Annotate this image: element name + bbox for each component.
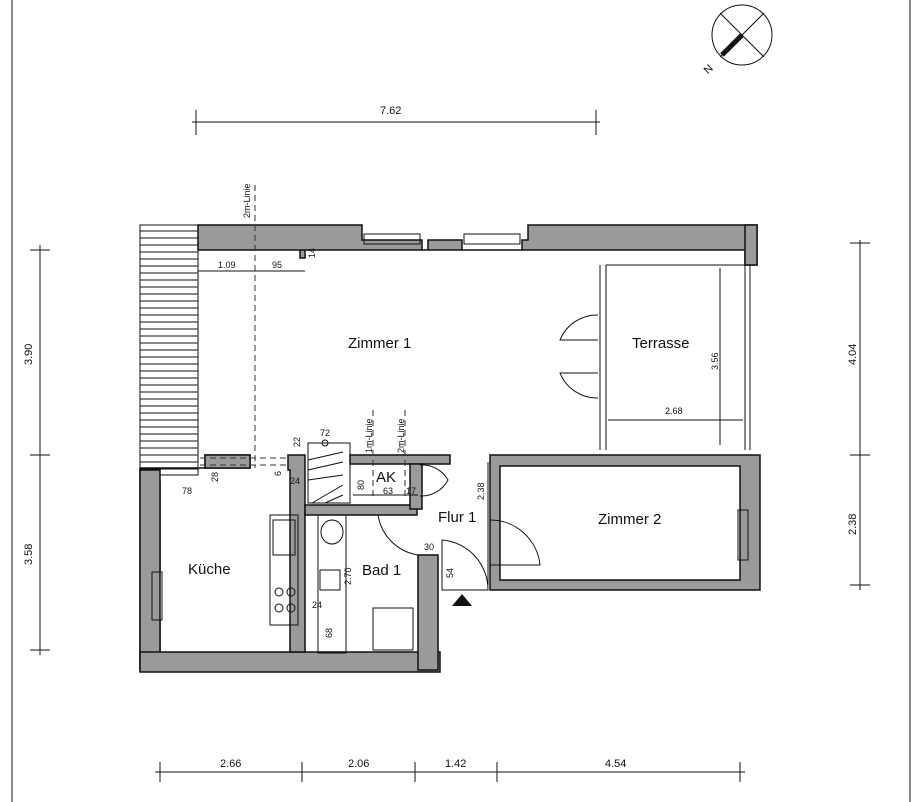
svg-text:1.42: 1.42 — [445, 758, 466, 770]
ceiling-lines — [200, 185, 406, 500]
svg-text:30: 30 — [424, 542, 434, 552]
svg-text:2.68: 2.68 — [665, 406, 683, 416]
svg-text:2.70: 2.70 — [343, 567, 353, 585]
room-bad-1: Bad 1 — [362, 562, 401, 579]
room-zimmer-2: Zimmer 2 — [598, 511, 661, 528]
svg-text:2.66: 2.66 — [220, 758, 241, 770]
compass-label: N — [702, 62, 716, 76]
svg-text:2.38: 2.38 — [476, 482, 486, 500]
dimension-bottom: 2.66 2.06 1.42 4.54 — [155, 758, 745, 782]
svg-text:1.09: 1.09 — [218, 260, 236, 270]
svg-text:22: 22 — [292, 437, 302, 447]
svg-text:24: 24 — [312, 600, 322, 610]
svg-text:3.90: 3.90 — [23, 344, 35, 365]
balcony-hatch — [139, 224, 199, 476]
svg-text:3.56: 3.56 — [710, 352, 720, 370]
svg-text:4.04: 4.04 — [847, 344, 859, 365]
svg-text:6: 6 — [273, 471, 283, 476]
svg-text:28: 28 — [210, 472, 220, 482]
dimension-right: 4.04 2.38 — [847, 240, 870, 590]
north-compass-icon: N — [702, 4, 773, 77]
svg-text:2.38: 2.38 — [847, 514, 859, 535]
svg-text:14: 14 — [307, 248, 317, 258]
label-1m-line: 1m-Linie — [364, 418, 374, 453]
doors — [377, 314, 599, 606]
windows — [151, 233, 749, 621]
fixtures — [269, 514, 414, 654]
room-flur-1: Flur 1 — [438, 509, 476, 526]
svg-text:63: 63 — [383, 486, 393, 496]
room-terrasse: Terrasse — [632, 335, 690, 352]
walls — [139, 224, 761, 673]
interior-dimensions — [198, 270, 489, 585]
svg-text:78: 78 — [182, 486, 192, 496]
terrace — [599, 264, 751, 450]
svg-text:17: 17 — [406, 486, 416, 496]
svg-text:24: 24 — [290, 476, 300, 486]
svg-text:68: 68 — [324, 628, 334, 638]
small-dimension-labels: 1.09 95 14 3.56 2.68 72 22 6 24 28 78 80… — [182, 248, 720, 638]
room-kueche: Küche — [188, 561, 231, 578]
svg-text:4.54: 4.54 — [605, 758, 626, 770]
room-zimmer-1: Zimmer 1 — [348, 335, 411, 352]
svg-text:95: 95 — [272, 260, 282, 270]
label-2m-line: 2m-Linie — [396, 418, 406, 453]
svg-text:54: 54 — [445, 568, 455, 578]
svg-text:3.58: 3.58 — [23, 544, 35, 565]
dimension-top: 7.62 — [192, 105, 600, 135]
stairs — [307, 439, 351, 504]
room-ak: AK — [376, 469, 396, 486]
svg-text:72: 72 — [320, 428, 330, 438]
dimension-left: 3.90 3.58 — [23, 245, 50, 655]
svg-text:80: 80 — [356, 480, 366, 490]
label-2m-line-top: 2m-Linie — [242, 183, 252, 218]
svg-text:2.06: 2.06 — [348, 758, 369, 770]
svg-text:7.62: 7.62 — [380, 105, 401, 117]
